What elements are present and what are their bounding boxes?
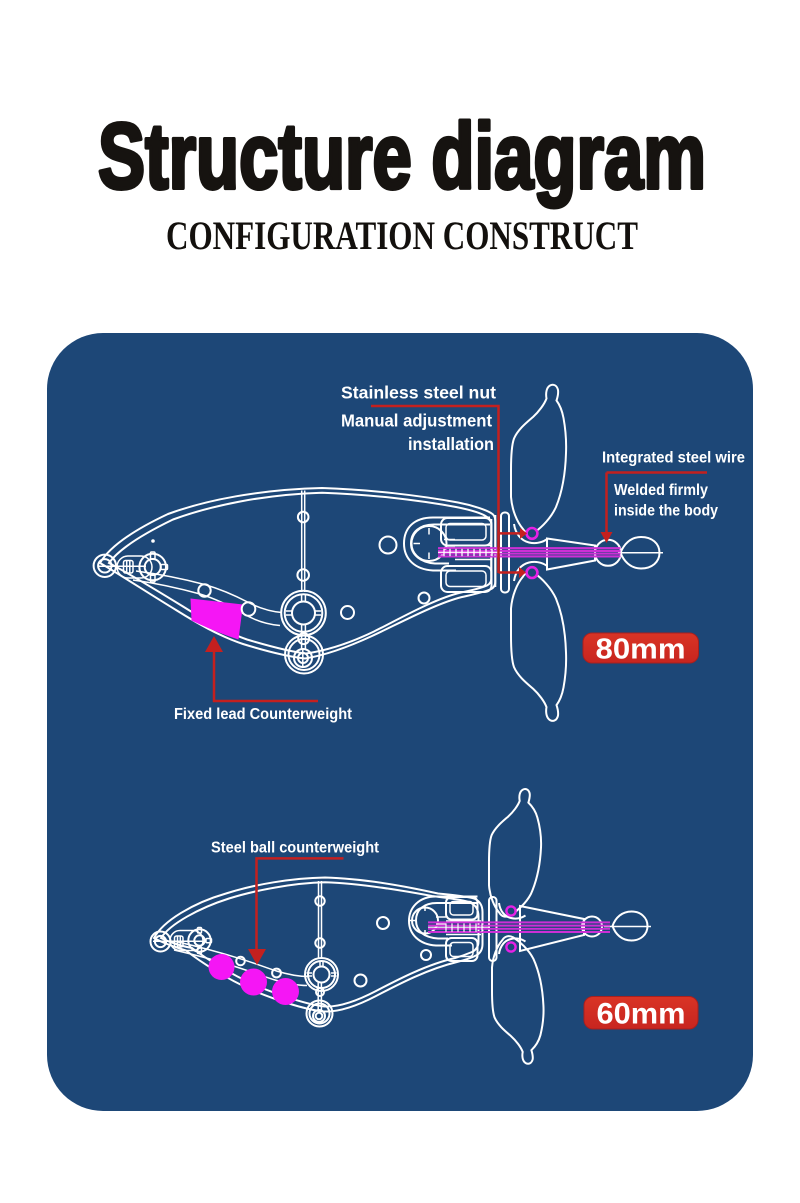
svg-text:Fixed lead Counterweight: Fixed lead Counterweight bbox=[174, 706, 353, 723]
svg-text:Steel ball counterweight: Steel ball counterweight bbox=[211, 840, 380, 857]
svg-text:Integrated steel wire: Integrated steel wire bbox=[602, 450, 745, 467]
svg-text:Stainless steel nut: Stainless steel nut bbox=[341, 383, 496, 403]
svg-text:installation: installation bbox=[408, 434, 494, 454]
svg-text:60mm: 60mm bbox=[597, 998, 686, 1031]
svg-text:80mm: 80mm bbox=[596, 634, 686, 666]
svg-text:Welded firmly: Welded firmly bbox=[614, 482, 708, 499]
svg-text:inside the body: inside the body bbox=[614, 503, 718, 520]
svg-text:Structure diagram: Structure diagram bbox=[98, 104, 706, 208]
svg-text:Manual adjustment: Manual adjustment bbox=[341, 411, 492, 431]
svg-text:CONFIGURATION CONSTRUCT: CONFIGURATION CONSTRUCT bbox=[166, 213, 638, 258]
